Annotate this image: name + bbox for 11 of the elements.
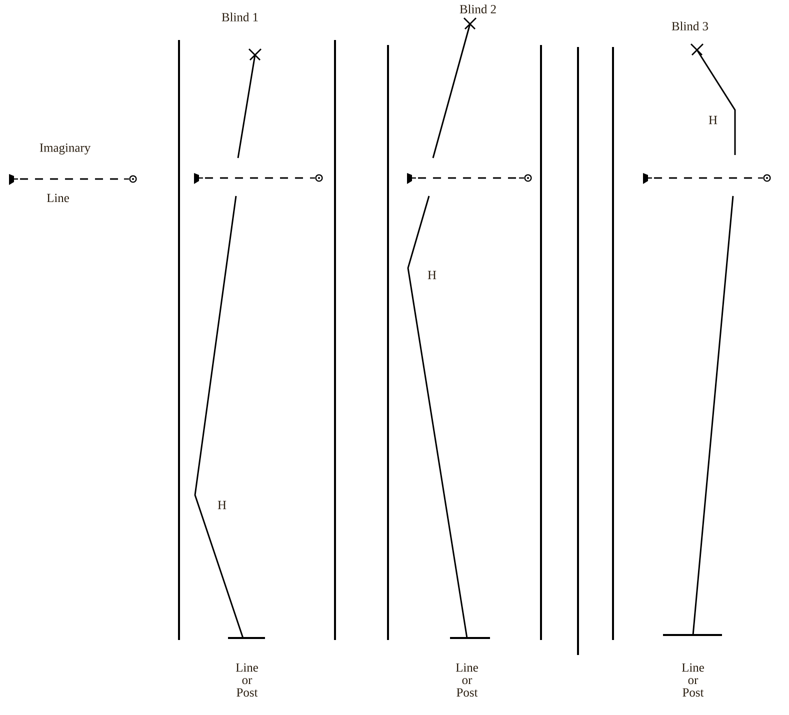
- line-label: Imaginary: [40, 144, 91, 154]
- line-label: Line: [46, 194, 69, 202]
- hinge-label: H: [218, 500, 226, 510]
- post-label: Line or Post: [682, 663, 704, 697]
- post-label: Line or Post: [236, 663, 258, 697]
- blind-title: Blind 2: [460, 4, 496, 14]
- blind-title: Blind 3: [672, 22, 708, 30]
- blind-title: Blind 1: [222, 12, 258, 22]
- hinge-label: H: [428, 270, 436, 280]
- post-label: Line or Post: [456, 663, 478, 697]
- hinge-label: H: [708, 116, 718, 124]
